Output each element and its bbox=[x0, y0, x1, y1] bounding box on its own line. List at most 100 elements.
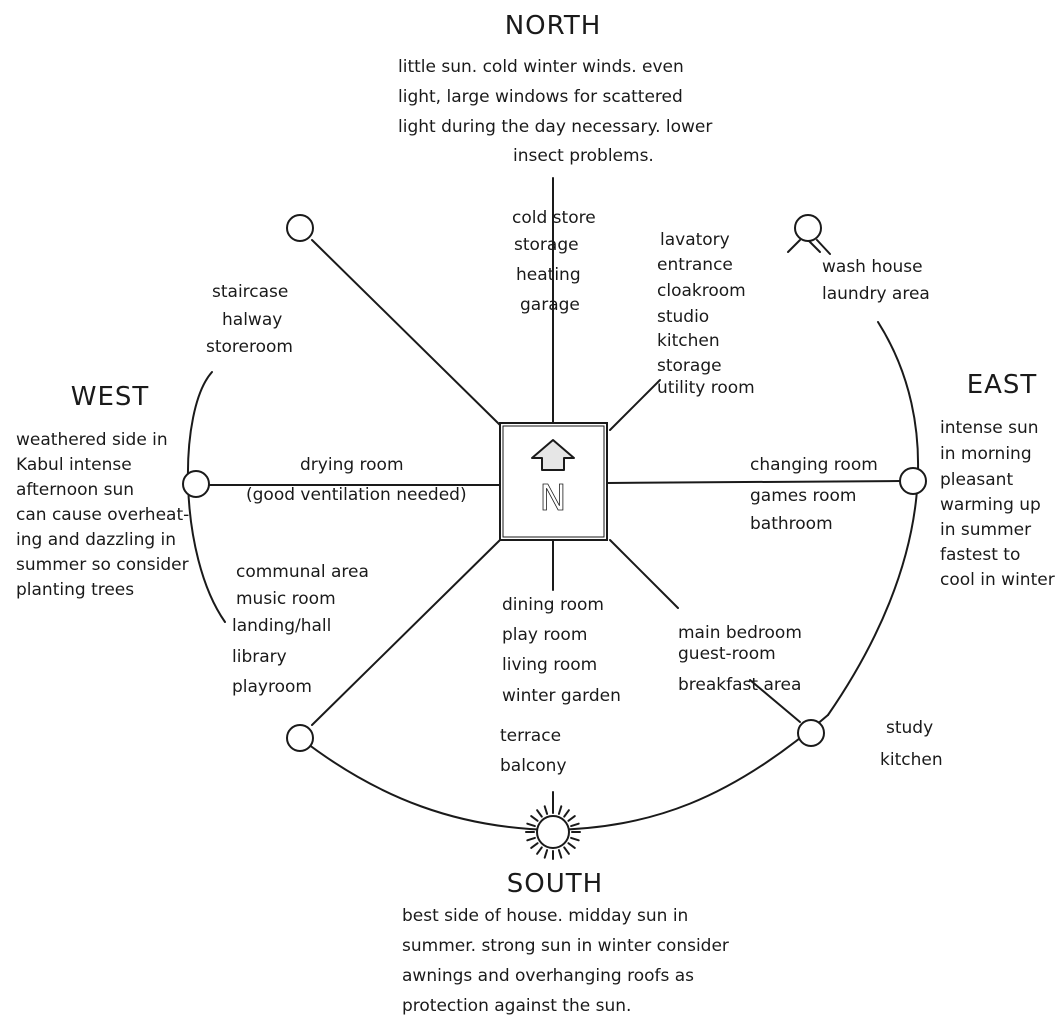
svg-text:bathroom: bathroom bbox=[750, 514, 833, 534]
sun-ray bbox=[543, 849, 549, 859]
north-note: little sun. cold winter winds. even ligh… bbox=[398, 57, 712, 166]
svg-text:dining room: dining room bbox=[502, 595, 604, 615]
svg-text:pleasant: pleasant bbox=[940, 470, 1013, 490]
svg-text:library: library bbox=[232, 647, 287, 667]
sun-ray bbox=[570, 836, 580, 842]
svg-text:summer. strong sun in winter c: summer. strong sun in winter consider bbox=[402, 936, 729, 956]
svg-text:lavatory: lavatory bbox=[660, 230, 730, 250]
sun-ray bbox=[536, 809, 543, 818]
svg-text:landing/hall: landing/hall bbox=[232, 616, 331, 636]
west-note: weathered side in Kabul intense afternoo… bbox=[16, 430, 189, 600]
east-heading: EAST bbox=[967, 370, 1038, 400]
svg-text:cold store: cold store bbox=[512, 208, 596, 228]
svg-text:cloakroom: cloakroom bbox=[657, 281, 746, 301]
svg-text:in morning: in morning bbox=[940, 444, 1032, 464]
sun-ray bbox=[557, 805, 563, 815]
east-note: intense sun in morning pleasant warming … bbox=[940, 418, 1055, 590]
sw-connector bbox=[311, 539, 501, 726]
svg-text:kitchen: kitchen bbox=[657, 331, 720, 351]
svg-text:(good ventilation needed): (good ventilation needed) bbox=[246, 485, 467, 505]
svg-text:winter garden: winter garden bbox=[502, 686, 621, 706]
svg-text:studio: studio bbox=[657, 307, 709, 327]
sun-ray bbox=[530, 842, 539, 849]
south-note: best side of house. midday sun in summer… bbox=[402, 906, 729, 1016]
svg-text:planting trees: planting trees bbox=[16, 580, 134, 600]
sun-ray bbox=[526, 836, 536, 842]
sun-ray bbox=[567, 815, 576, 822]
east-connector bbox=[606, 480, 901, 484]
svg-text:warming up: warming up bbox=[940, 495, 1041, 515]
far-ne-connector bbox=[807, 239, 821, 253]
svg-text:summer so consider: summer so consider bbox=[16, 555, 189, 575]
svg-text:protection against the sun.: protection against the sun. bbox=[402, 996, 631, 1016]
rooms-north-east: lavatory entrance cloakroom studio kitch… bbox=[657, 230, 755, 398]
svg-text:storeroom: storeroom bbox=[206, 337, 293, 357]
se-lower-connector bbox=[749, 679, 801, 723]
svg-text:storage: storage bbox=[657, 356, 722, 376]
svg-text:changing room: changing room bbox=[750, 455, 878, 475]
svg-text:afternoon sun: afternoon sun bbox=[16, 480, 134, 500]
rooms-south-east: main bedroom guest-room breakfast area bbox=[678, 623, 802, 695]
svg-text:wash house: wash house bbox=[822, 257, 923, 277]
south-heading: SOUTH bbox=[507, 869, 603, 899]
svg-text:weathered side in: weathered side in bbox=[16, 430, 168, 450]
svg-text:Kabul intense: Kabul intense bbox=[16, 455, 132, 475]
sun-ray bbox=[563, 846, 570, 855]
rooms-south-west: communal area music room landing/hall li… bbox=[232, 562, 369, 697]
svg-text:breakfast area: breakfast area bbox=[678, 675, 801, 695]
sun-ray bbox=[530, 815, 539, 822]
sun-ray bbox=[536, 846, 543, 855]
svg-text:balcony: balcony bbox=[500, 756, 567, 776]
svg-text:light during the day necessary: light during the day necessary. lower bbox=[398, 117, 712, 137]
svg-text:entrance: entrance bbox=[657, 255, 733, 275]
west-node bbox=[182, 470, 210, 498]
sun-ray bbox=[557, 849, 563, 859]
svg-text:intense sun: intense sun bbox=[940, 418, 1039, 438]
svg-text:terrace: terrace bbox=[500, 726, 561, 746]
sun-ray bbox=[567, 842, 576, 849]
svg-text:staircase: staircase bbox=[212, 282, 288, 302]
svg-text:kitchen: kitchen bbox=[880, 750, 943, 770]
ne-node-leg-left bbox=[787, 239, 801, 253]
svg-text:in summer: in summer bbox=[940, 520, 1031, 540]
rooms-north: cold store storage heating garage bbox=[512, 208, 596, 315]
svg-text:main bedroom: main bedroom bbox=[678, 623, 802, 643]
east-node bbox=[899, 467, 927, 495]
north-arrow-icon bbox=[531, 439, 575, 471]
svg-text:communal area: communal area bbox=[236, 562, 369, 582]
rooms-south: dining room play room living room winter… bbox=[500, 595, 621, 776]
svg-text:little sun. cold winter winds.: little sun. cold winter winds. even bbox=[398, 57, 684, 77]
nw-connector bbox=[311, 239, 501, 426]
rooms-west: drying room (good ventilation needed) bbox=[246, 455, 467, 505]
center-label: N bbox=[540, 478, 567, 519]
svg-text:best side of house. midday sun: best side of house. midday sun in bbox=[402, 906, 688, 926]
sun-ray bbox=[543, 805, 549, 815]
svg-text:can cause overheat-: can cause overheat- bbox=[16, 505, 189, 525]
sun-ray bbox=[570, 822, 580, 828]
svg-text:light, large windows for scatt: light, large windows for scattered bbox=[398, 87, 683, 107]
svg-text:living room: living room bbox=[502, 655, 597, 675]
se-connector bbox=[609, 539, 679, 609]
east-arc bbox=[827, 321, 920, 716]
svg-text:heating: heating bbox=[516, 265, 581, 285]
center-box-inner bbox=[502, 425, 605, 538]
rooms-north-west: staircase halway storeroom bbox=[206, 282, 293, 357]
rooms-east: changing room games room bathroom bbox=[750, 455, 878, 534]
north-heading: NORTH bbox=[505, 11, 602, 41]
sw-node bbox=[286, 724, 314, 752]
rooms-far-south-east: study kitchen bbox=[880, 718, 943, 770]
svg-text:study: study bbox=[886, 718, 933, 738]
west-heading: WEST bbox=[71, 382, 150, 412]
ne-connector bbox=[609, 379, 661, 431]
svg-text:play room: play room bbox=[502, 625, 587, 645]
sun-ray bbox=[526, 822, 536, 828]
svg-text:utility room: utility room bbox=[657, 378, 755, 398]
rooms-far-north-east: wash house laundry area bbox=[822, 257, 930, 304]
ne-node bbox=[794, 214, 822, 242]
svg-text:storage: storage bbox=[514, 235, 579, 255]
svg-text:playroom: playroom bbox=[232, 677, 312, 697]
svg-text:awnings and overhanging roofs: awnings and overhanging roofs as bbox=[402, 966, 694, 986]
sun-icon bbox=[525, 804, 581, 860]
svg-text:guest-room: guest-room bbox=[678, 644, 776, 664]
svg-text:ing and dazzling in: ing and dazzling in bbox=[16, 530, 176, 550]
